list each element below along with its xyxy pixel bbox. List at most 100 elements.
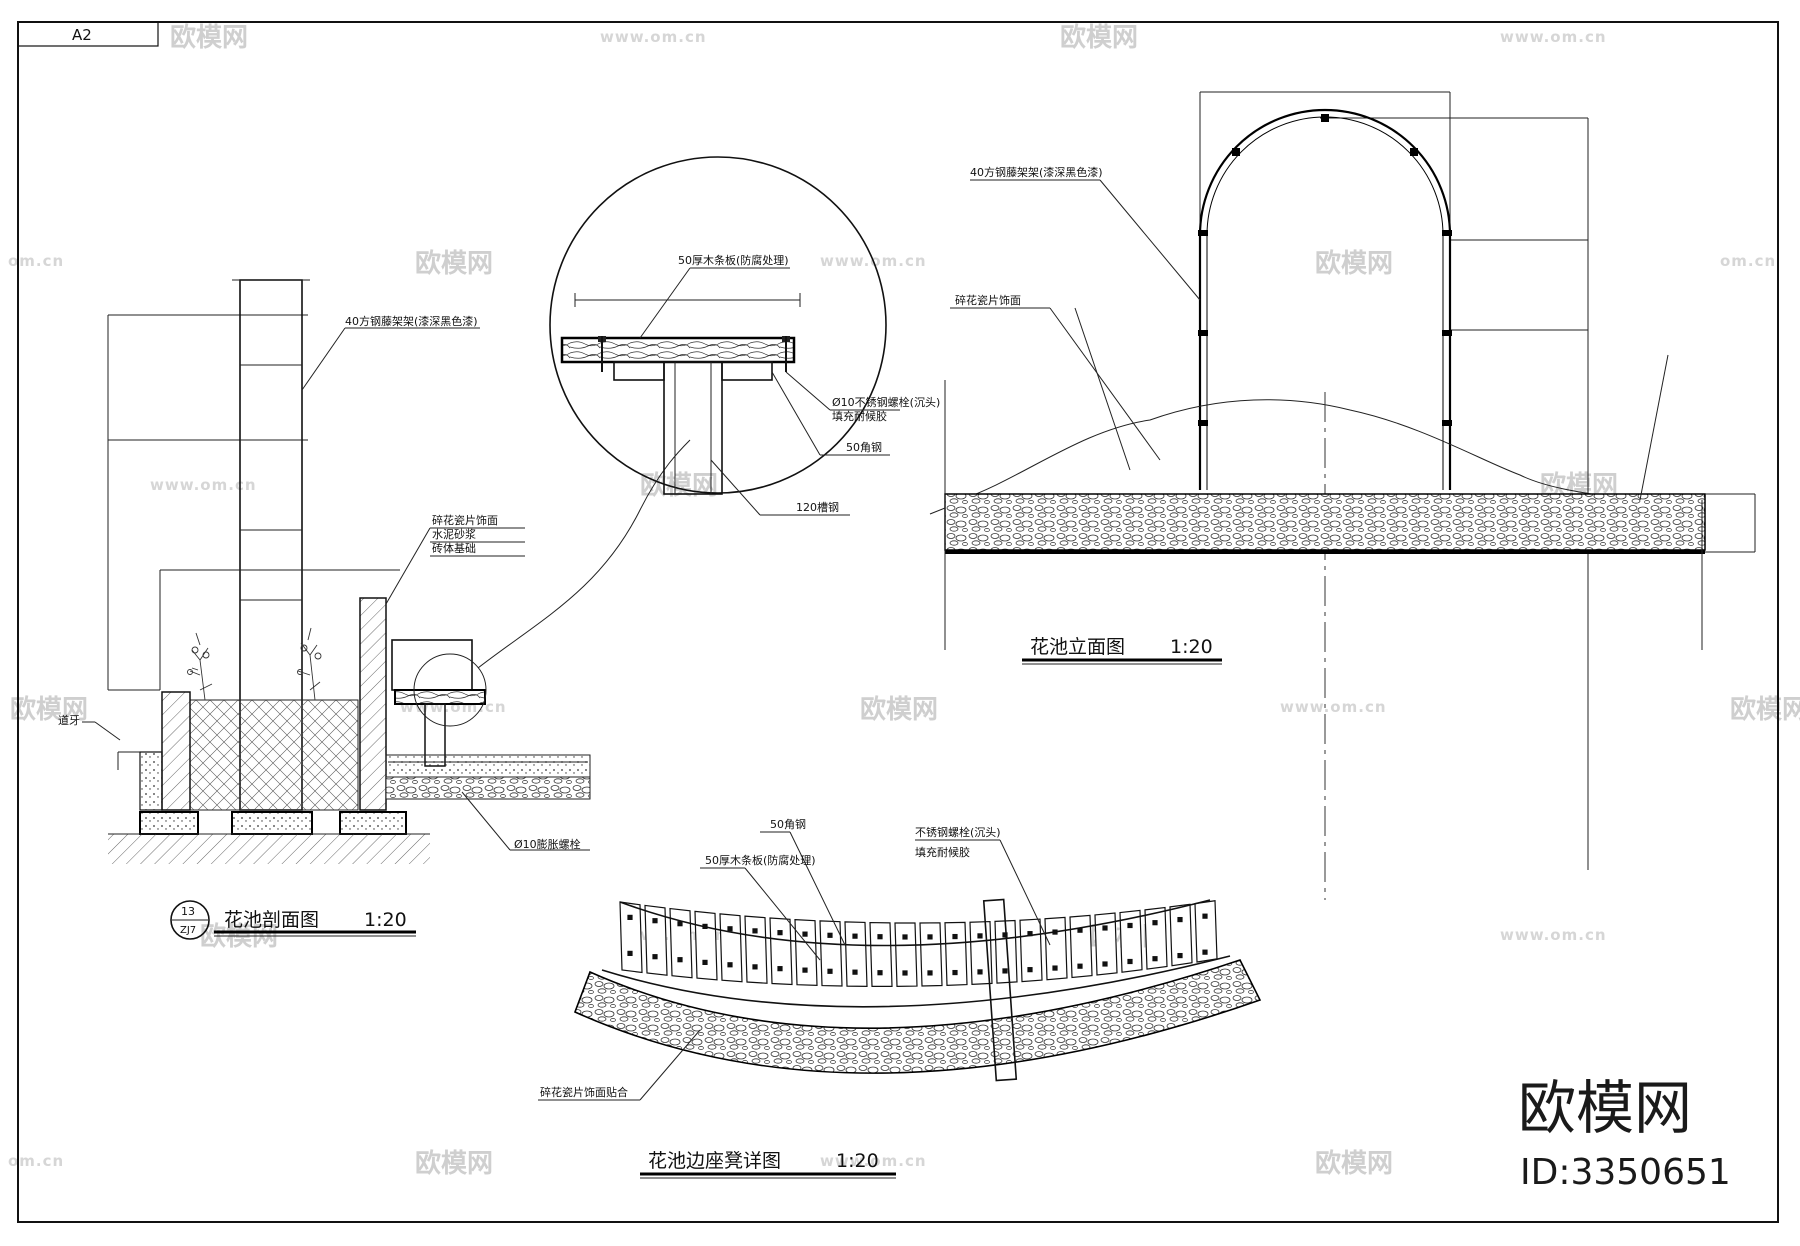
bench-screw <box>1102 961 1108 967</box>
bench-screw <box>927 970 933 976</box>
bench-tile-label: 碎花瓷片饰面贴合 <box>540 1085 628 1099</box>
section-brick-label: 砖体基础 <box>432 541 476 555</box>
bench-screw <box>1177 916 1183 923</box>
bench-screw <box>852 969 858 975</box>
bench-screw <box>902 970 908 976</box>
bench-screw <box>727 962 733 968</box>
index-circle <box>170 900 210 940</box>
elevation-trellis-label: 40方钢藤架架(漆深黑色漆) <box>970 165 1103 179</box>
watermark-url: om.cn <box>1720 252 1776 270</box>
bench-screw <box>652 918 658 924</box>
bench-screw <box>952 969 958 976</box>
bench-screw <box>852 933 858 939</box>
bench-screw <box>952 933 958 940</box>
watermark-url: www.om.cn <box>820 1152 927 1170</box>
watermark-brand: 欧模网 <box>860 694 938 725</box>
bench-screw <box>977 933 983 939</box>
bench-screw <box>1177 952 1183 959</box>
brand-id: ID:3350651 <box>1520 1152 1731 1193</box>
bench-screw <box>877 970 883 976</box>
watermark-url: www.om.cn <box>1280 698 1387 716</box>
bench-screw <box>627 950 633 956</box>
bench-screw <box>802 931 808 937</box>
watermark-brand: 欧模网 <box>10 694 88 725</box>
brand-name: 欧模网 <box>1518 1074 1692 1142</box>
bench-plank <box>694 910 718 981</box>
size-tag-box <box>17 21 159 47</box>
watermark-brand: 欧模网 <box>415 248 493 279</box>
bench-screw <box>827 968 833 974</box>
bench-plank <box>869 921 893 987</box>
bench-plank <box>819 920 843 987</box>
section-trellis-label: 40方钢藤架架(漆深黑色漆) <box>345 314 478 328</box>
watermark-url: www.om.cn <box>600 28 707 46</box>
watermark-brand: 欧模网 <box>1315 248 1393 279</box>
index-sheet: ZJ7 <box>180 925 196 936</box>
bench-screw <box>877 934 883 940</box>
bench-screw-label: 不锈钢螺栓(沉头) <box>915 825 1001 839</box>
watermark-brand: 欧模网 <box>1730 694 1800 725</box>
detail-screw-label: Ø10不锈钢螺栓(沉头) <box>832 395 940 409</box>
bench-plank <box>894 922 918 987</box>
section-edge-label: 道牙 <box>58 713 80 727</box>
bench-plank <box>919 922 943 987</box>
watermark-brand: 欧模网 <box>170 22 248 53</box>
watermark-brand: 欧模网 <box>640 470 718 501</box>
watermark-brand: 欧模网 <box>1315 1148 1393 1179</box>
bench-screw <box>1077 963 1083 969</box>
bench-screw <box>752 964 758 970</box>
bench-screw <box>777 966 783 972</box>
bench-detail-view: 50厚木条板(防腐处理) Ø10不锈钢螺栓(沉头) 填充耐候胶 50角钢 120… <box>549 156 940 516</box>
section-view: 40方钢藤架架(漆深黑色漆) 碎花瓷片饰面 水泥砂浆 砖体基础 道牙 Ø10膨胀… <box>58 279 691 940</box>
bench-plank <box>1094 912 1118 976</box>
bench-screw <box>1102 925 1108 931</box>
bench-screw <box>677 957 683 963</box>
watermark-url: om.cn <box>8 252 64 270</box>
bench-plank <box>844 921 868 987</box>
index-number: 13 <box>181 905 195 918</box>
bench-screw <box>627 914 633 920</box>
elevation-tile-label: 碎花瓷片饰面 <box>955 293 1021 307</box>
bench-screw <box>1052 965 1058 971</box>
bench-plank <box>1169 903 1193 967</box>
bench-plank <box>644 904 668 976</box>
bench-screw <box>1152 920 1158 926</box>
section-scale: 1:20 <box>364 909 407 931</box>
elevation-scale: 1:20 <box>1170 636 1213 658</box>
bench-screw <box>1152 956 1158 962</box>
detail-angle-label: 50角钢 <box>846 441 882 454</box>
bench-screw <box>827 932 833 938</box>
bench-screw <box>702 959 708 965</box>
bench-screw <box>1027 967 1033 973</box>
sheet-size-tag: A2 <box>72 26 92 44</box>
bench-plank <box>769 917 793 986</box>
watermark-brand: 欧模网 <box>415 1148 493 1179</box>
bench-screw-note: 填充耐候胶 <box>915 845 970 859</box>
bench-plank <box>719 913 743 983</box>
bench-plank <box>1144 906 1168 970</box>
watermark-brand: 欧模网 <box>1060 22 1138 53</box>
bench-plank <box>1069 914 1093 979</box>
sheet-border <box>17 21 1779 1223</box>
bench-screw <box>902 934 908 940</box>
watermark-url: www.om.cn <box>1500 28 1607 46</box>
bench-plank <box>744 915 768 984</box>
bench-plank <box>944 921 968 986</box>
bench-plank-label: 50厚木条板(防腐处理) <box>705 853 816 867</box>
section-tile-label: 碎花瓷片饰面 <box>432 513 498 527</box>
bench-screw <box>1127 958 1133 965</box>
bench-scale: 1:20 <box>836 1150 879 1172</box>
bench-screw <box>927 934 933 940</box>
bench-plank <box>669 907 693 979</box>
bench-screw <box>777 930 783 936</box>
bench-screw <box>752 928 758 934</box>
bench-screw <box>1202 913 1208 919</box>
bench-screw <box>652 954 658 960</box>
bench-plank <box>994 919 1018 984</box>
bench-screw <box>1202 949 1208 955</box>
bench-plank <box>1119 909 1143 973</box>
bench-screw <box>1002 932 1008 938</box>
detail-channel-label: 120槽钢 <box>796 501 839 514</box>
bench-plan-view: 50角钢 50厚木条板(防腐处理) 不锈钢螺栓(沉头) 填充耐候胶 碎花瓷片饰面… <box>538 818 1262 1179</box>
